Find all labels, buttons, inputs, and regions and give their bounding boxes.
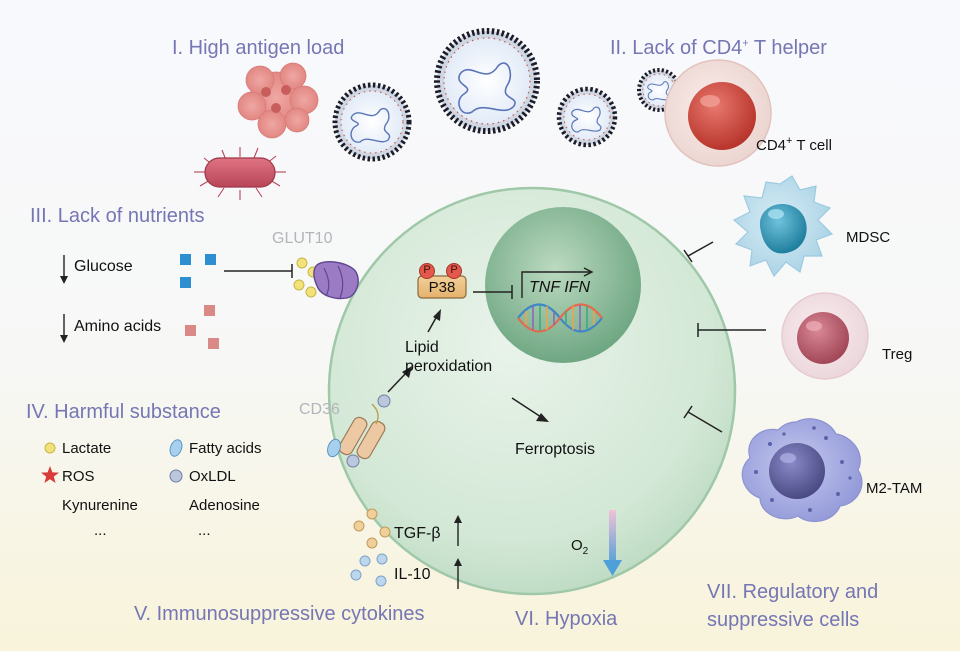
heading-lack-of-nutrients: III. Lack of nutrients	[30, 205, 205, 227]
arrow-cd36-to-lipid	[387, 366, 412, 393]
p38-kinase	[417, 263, 467, 299]
heading-hypoxia: VI. Hypoxia	[515, 608, 618, 630]
tgf-beta-molecules	[353, 508, 391, 549]
cd4-cell-tail: T cell	[792, 137, 832, 154]
virus-icon-small	[556, 86, 618, 148]
virus-icon-large	[434, 28, 540, 134]
label-tgf-beta: TGF-β	[394, 525, 441, 542]
label-ros: ROS	[62, 468, 95, 485]
glut10-transporter	[313, 261, 359, 300]
label-tnf-ifn-genes: TNF IFN	[529, 279, 591, 296]
label-amino-acids: Amino acids	[74, 318, 162, 335]
oxygen-main: O	[571, 537, 583, 554]
inhibit-glucose-to-glut10	[224, 264, 293, 278]
label-oxldl: OxLDL	[189, 468, 236, 485]
label-treg: Treg	[882, 346, 913, 363]
label-lactate: Lactate	[62, 440, 112, 457]
glucose-molecules	[180, 254, 216, 288]
mdsc-cell	[732, 175, 834, 278]
label-cd4-t-cell: CD4+ T cell	[756, 135, 832, 155]
lactate-legend-icon	[44, 442, 56, 454]
tumor-cell-cluster	[237, 62, 319, 139]
label-il10: IL-10	[394, 566, 431, 583]
increase-arrows	[454, 515, 462, 589]
inhibit-treg	[697, 323, 766, 337]
label-ferroptosis: Ferroptosis	[515, 441, 596, 458]
gene-promoter-arrow	[521, 267, 594, 298]
ellipsis-left: ...	[94, 522, 107, 539]
virus-icon-medium	[332, 82, 412, 162]
oxygen-subscript: 2	[582, 546, 589, 557]
heading-lack-of-cd4-helper: II. Lack of CD4+ T helper	[610, 37, 827, 60]
heading-immunosuppressive-cytokines: V. Immunosuppressive cytokines	[134, 603, 425, 625]
label-glucose: Glucose	[74, 258, 133, 275]
dna-helix-icon	[517, 303, 603, 333]
cd4-cell-main: CD4	[756, 137, 787, 154]
phospho-label-left: P	[423, 264, 431, 276]
heading-cd4-main: II. Lack of CD4	[610, 37, 743, 59]
arrow-lipid-to-p38	[427, 309, 441, 333]
inhibit-p38-to-genes	[473, 285, 513, 299]
heading-cd4-superscript: +	[742, 37, 749, 50]
cd4-cell-superscript: +	[786, 135, 793, 147]
label-mdsc: MDSC	[846, 229, 891, 246]
cd4-t-helper-cell	[664, 59, 772, 167]
label-kynurenine: Kynurenine	[62, 497, 138, 514]
label-p38: P38	[428, 279, 456, 296]
phospho-label-right: P	[450, 264, 458, 276]
inhibit-mdsc	[683, 241, 714, 263]
label-lipid: Lipid	[405, 339, 439, 356]
bacterium-icon	[194, 147, 286, 200]
fatty-acid-legend-icon	[169, 439, 183, 457]
heading-harmful-substance: IV. Harmful substance	[26, 401, 221, 423]
label-fatty-acids: Fatty acids	[189, 440, 262, 457]
decrease-arrows	[60, 255, 68, 343]
oxldl-legend-icon	[169, 469, 183, 483]
arrow-lipid-to-ferroptosis	[511, 397, 549, 422]
il10-molecules	[350, 553, 388, 587]
cd36-receptor	[338, 403, 386, 460]
fatty-acid-oxldl-near-cd36	[327, 394, 391, 468]
label-adenosine: Adenosine	[189, 497, 260, 514]
heading-regulatory-line2: suppressive cells	[707, 609, 860, 631]
label-peroxidation: peroxidation	[405, 358, 493, 375]
treg-cell	[781, 292, 869, 380]
m2-tam-cell	[741, 418, 863, 523]
heading-high-antigen-load: I. High antigen load	[172, 37, 345, 59]
heading-cd4-tail: T helper	[748, 37, 827, 59]
label-oxygen: O2	[571, 537, 589, 557]
heading-regulatory-line1: VII. Regulatory and	[707, 581, 879, 603]
amino-acid-molecules	[185, 305, 219, 349]
ros-star-icon	[41, 466, 59, 483]
ellipsis-right: ...	[198, 522, 211, 539]
oxygen-decrease-arrow	[603, 510, 622, 576]
inhibit-m2-tam	[683, 405, 723, 433]
label-m2-tam: M2-TAM	[866, 480, 923, 497]
label-glut10: GLUT10	[272, 230, 333, 247]
label-cd36: CD36	[299, 401, 340, 418]
legend-glyphs	[41, 439, 183, 483]
